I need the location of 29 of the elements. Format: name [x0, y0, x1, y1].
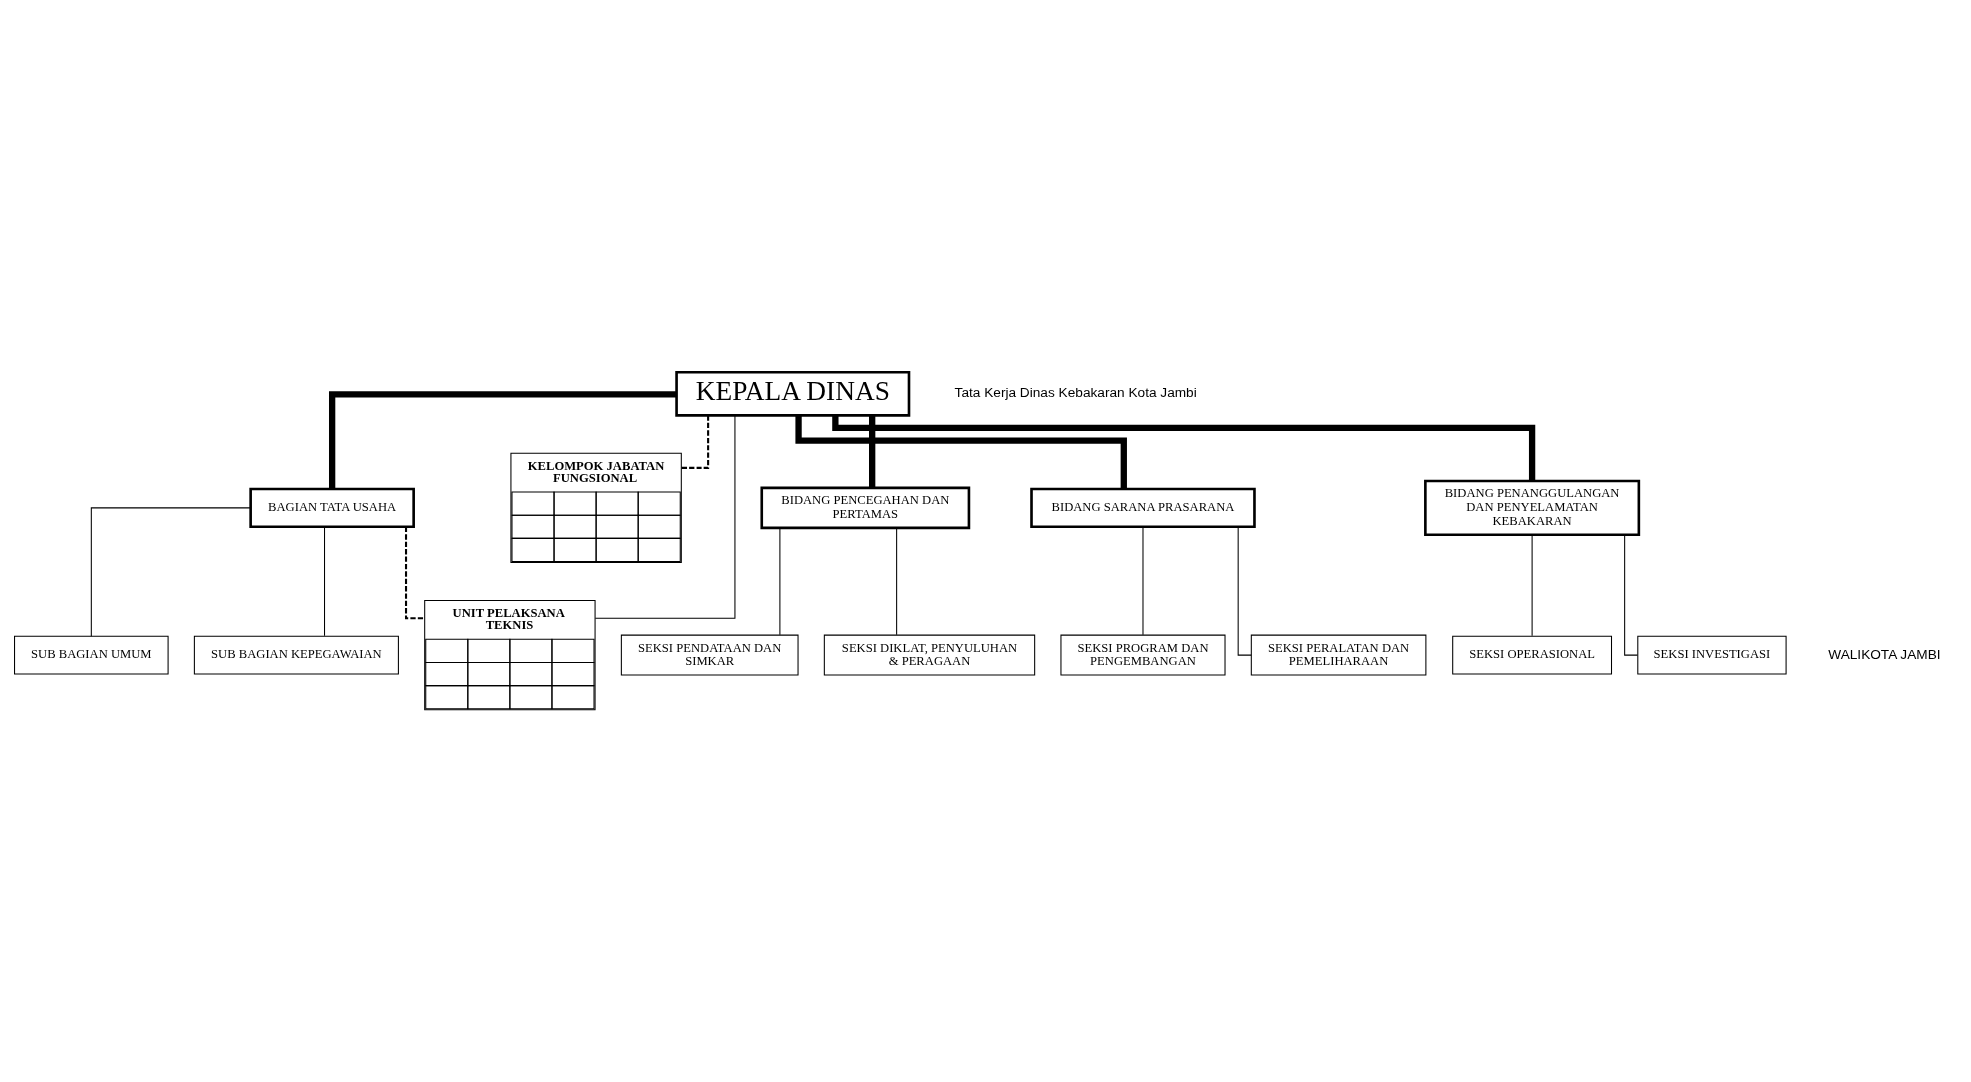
connector [90, 507, 252, 637]
connector [869, 415, 876, 488]
label: Tata Kerja Dinas Kebakaran Kota Jambi [954, 385, 1197, 401]
connector [594, 415, 736, 619]
node-box: BIDANG PENCEGAHAN DAN PERTAMAS [760, 486, 971, 530]
connector [779, 527, 781, 636]
node-box: SEKSI PERALATAN DAN PEMELIHARAAN [1250, 634, 1427, 676]
node-box: BAGIAN TATA USAHA [249, 487, 415, 529]
node-box: SEKSI INVESTIGASI [1637, 635, 1787, 675]
node-box: SEKSI DIKLAT, PENYULUHAN & PERAGAAN [823, 634, 1036, 676]
connector [795, 415, 1127, 489]
node-box: SUB BAGIAN KEPEGAWAIAN [193, 635, 399, 675]
node-box: BIDANG PENANGGULANGAN DAN PENYELAMATAN KEBAKARAN [1424, 479, 1641, 536]
node-box: SEKSI PENDATAAN DAN SIMKAR [620, 634, 799, 676]
connector [1531, 534, 1533, 637]
node-box: SUB BAGIAN UMUM [14, 635, 169, 675]
label: WALIKOTA JAMBI [1828, 646, 1941, 662]
connector [1624, 534, 1639, 656]
node-box: SEKSI PROGRAM DAN PENGEMBANGAN [1060, 634, 1226, 676]
connector [1142, 526, 1144, 636]
connector [1237, 526, 1252, 656]
node-box: SEKSI OPERASIONAL [1452, 635, 1613, 675]
connector [681, 415, 710, 469]
connector [832, 415, 1536, 481]
connector [896, 527, 898, 636]
connector [324, 526, 326, 637]
connector [329, 391, 677, 489]
node-box: KEPALA DINAS [675, 370, 911, 417]
node-box: BIDANG SARANA PRASARANA [1030, 487, 1256, 529]
